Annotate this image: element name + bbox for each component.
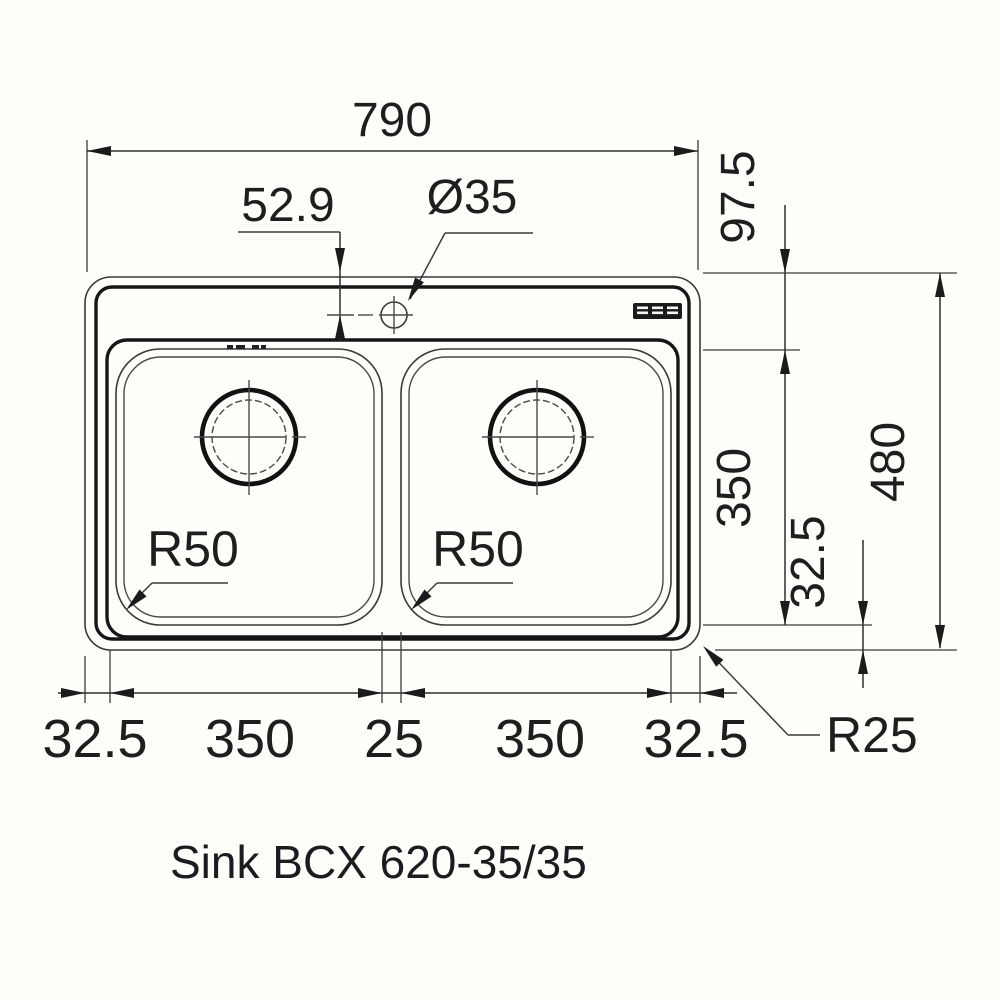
logo-slit [637,311,648,315]
chain-label-4: 350 [495,709,585,769]
drain-left [194,380,306,495]
logo-slit [652,311,663,315]
bowl-deck-edge [105,338,680,639]
arrow-down-icon [335,248,345,272]
bowl-radius-right-label: R50 [432,521,524,577]
dim-overall-width-label: 790 [352,94,432,147]
chain-label-3: 25 [364,709,424,769]
bowl-right-outer-edge [400,348,672,626]
arrow-right-icon [647,688,671,698]
bowl-radius-left-label: R50 [147,521,239,577]
arrow-right-icon [674,146,698,156]
logo-slit [667,311,678,315]
arrow-down-icon [780,249,790,273]
logo-badge-background [633,303,682,319]
bowl-left [115,348,383,626]
arrow-down-icon [858,601,868,625]
arrow-right-icon [358,688,382,698]
embossed-marks [227,345,266,349]
bowl-right-inner-edge [408,356,664,618]
emboss-mark [236,345,245,349]
drain-right [482,380,594,495]
arrow-down-icon [935,625,945,649]
sink-outer-edge [84,276,701,651]
logo-slit [637,306,648,310]
arrow-left-icon [700,688,724,698]
arrow-leader-icon [703,646,724,667]
dim-faucet-offset-label: 52.9 [241,179,334,232]
arrow-leader-icon [411,589,432,610]
arrow-left-icon [110,688,134,698]
leader-line [705,648,789,736]
bowl-left-outer-edge [115,348,383,626]
bowl-left-inner-edge [123,356,375,618]
sink-rim-inner-edge [94,285,691,641]
dim-edge-to-bowl-label: 97.5 [712,150,765,243]
arrow-right-icon [61,688,85,698]
logo-slit [667,306,678,310]
arrow-leader-icon [126,589,147,610]
bowl-right [400,348,672,626]
dim-faucet-diameter-label: Ø35 [427,171,518,224]
arrow-up-icon [335,315,345,339]
chain-label-5: 32.5 [643,709,748,769]
arrow-left-icon [87,146,111,156]
outer-radius-label: R25 [826,707,918,763]
arrow-up-icon [935,273,945,297]
dimension-lines [58,140,957,736]
dim-bowl-depth-label: 350 [708,448,761,528]
faucet-hole [358,296,413,334]
dimension-labels: 790 52.9 Ø35 97.5 350 32.5 480 R50 R50 3… [42,94,917,888]
chain-label-1: 32.5 [42,709,147,769]
arrow-down-icon [780,601,790,625]
emboss-mark [261,345,266,349]
arrow-up-icon [780,350,790,374]
emboss-mark [227,345,233,349]
emboss-mark [252,345,259,349]
dim-bottom-inset-label: 32.5 [782,515,835,608]
logo-badge-icon [633,303,682,319]
arrow-left-icon [401,688,425,698]
drawing-title: Sink BCX 620-35/35 [170,836,587,888]
chain-label-2: 350 [205,709,295,769]
logo-slit [652,306,663,310]
arrow-leader-icon [408,277,424,301]
arrow-up-icon [858,650,868,674]
sink-outline [84,276,701,651]
dim-overall-depth-label: 480 [862,422,915,502]
